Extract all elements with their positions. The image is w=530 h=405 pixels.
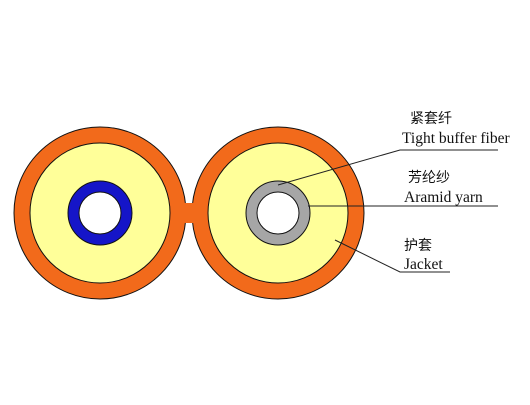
left-fiber-core (78, 191, 122, 235)
left-fiber-unit (29, 142, 171, 284)
jacket-label-en: Jacket (404, 256, 443, 273)
right-fiber-unit (207, 142, 349, 284)
aramid-yarn-label-cn: 芳纶纱 (408, 169, 450, 186)
jacket-label-cn: 护套 (404, 238, 432, 254)
labels: 紧套纤 Tight buffer fiber 芳纶纱 Aramid yarn 护… (402, 111, 510, 273)
right-fiber-core (256, 191, 300, 235)
aramid-yarn-label-en: Aramid yarn (404, 189, 483, 206)
tight-buffer-leader-line (277, 149, 498, 186)
tight-buffer-label-en: Tight buffer fiber (402, 130, 510, 147)
tight-buffer-label-cn: 紧套纤 (410, 111, 452, 127)
jacket-leader-line (334, 239, 450, 273)
leader-lines (277, 149, 498, 273)
jacket-bridge (176, 203, 202, 223)
